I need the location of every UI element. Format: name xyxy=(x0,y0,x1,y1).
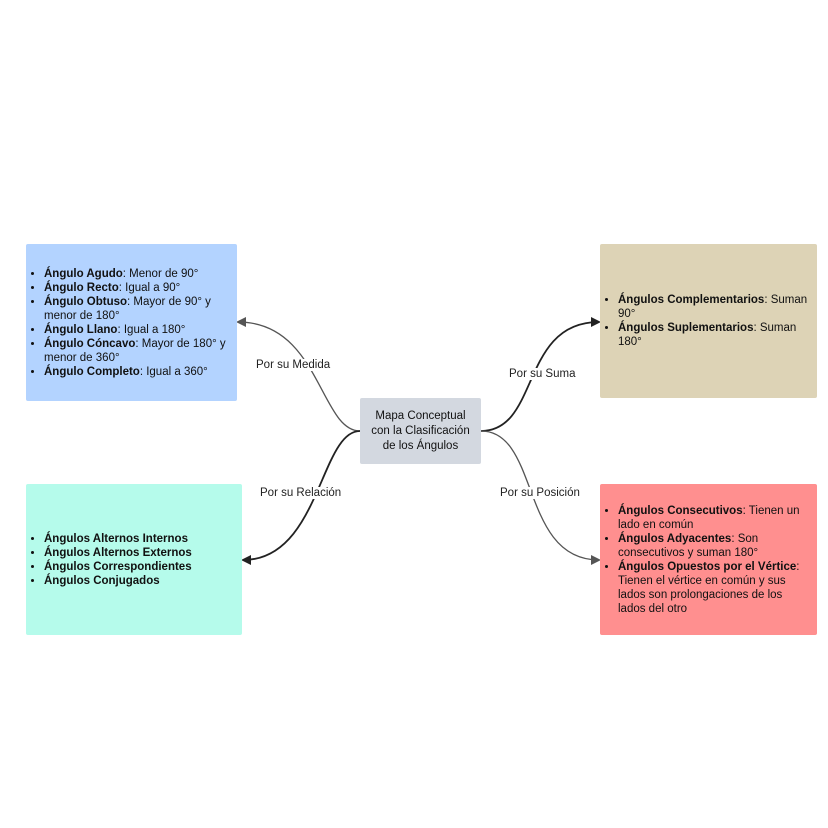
item-term: Ángulo Llano xyxy=(44,323,118,336)
item-desc: : Suman 180° xyxy=(618,322,797,348)
edge-label-medida: Por su Medida xyxy=(254,359,333,371)
item-term: Ángulos Consecutivos xyxy=(618,504,743,517)
item-term: Ángulos Alternos Externos xyxy=(44,546,192,559)
item-desc: : Tienen el vértice en común y sus lados… xyxy=(618,560,800,615)
item-desc: : Igual a 180° xyxy=(117,323,186,336)
list-posicion: Ángulos Consecutivos: Tienen un lado en … xyxy=(600,504,809,616)
central-line-1: Mapa Conceptual xyxy=(375,409,466,422)
item-term: Ángulos Opuestos por el Vértice xyxy=(618,560,797,573)
list-item: Ángulos Conjugados xyxy=(44,574,192,588)
list-item: Ángulos Alternos Internos xyxy=(44,532,192,546)
list-item: Ángulos Adyacentes: Son consecutivos y s… xyxy=(618,532,809,560)
item-term: Ángulo Cóncavo xyxy=(44,337,136,350)
list-item: Ángulos Opuestos por el Vértice: Tienen … xyxy=(618,560,809,616)
item-desc: : Suman 90° xyxy=(618,294,808,320)
item-desc: : Igual a 360° xyxy=(139,365,208,378)
central-node[interactable]: Mapa Conceptual con la Clasificación de … xyxy=(360,398,481,464)
item-desc: : Igual a 90° xyxy=(118,281,181,294)
node-suma[interactable]: Ángulos Complementarios: Suman 90° Ángul… xyxy=(600,244,817,398)
item-term: Ángulos Conjugados xyxy=(44,574,160,587)
list-medida: Ángulo Agudo: Menor de 90° Ángulo Recto:… xyxy=(26,267,229,379)
item-term: Ángulos Alternos Internos xyxy=(44,532,188,545)
list-item: Ángulo Agudo: Menor de 90° xyxy=(44,267,229,281)
item-term: Ángulos Correspondientes xyxy=(44,560,192,573)
edge-label-posicion: Por su Posición xyxy=(498,487,582,499)
item-term: Ángulo Recto xyxy=(44,281,119,294)
list-item: Ángulo Recto: Igual a 90° xyxy=(44,281,229,295)
node-relacion[interactable]: Ángulos Alternos Internos Ángulos Altern… xyxy=(26,484,242,635)
item-desc: : Mayor de 90° y menor de 180° xyxy=(44,295,211,322)
item-term: Ángulos Adyacentes xyxy=(618,532,732,545)
node-posicion[interactable]: Ángulos Consecutivos: Tienen un lado en … xyxy=(600,484,817,635)
list-item: Ángulos Suplementarios: Suman 180° xyxy=(618,321,809,349)
list-relacion: Ángulos Alternos Internos Ángulos Altern… xyxy=(26,532,192,588)
list-item: Ángulo Completo: Igual a 360° xyxy=(44,365,229,379)
item-desc: : Mayor de 180° y menor de 360° xyxy=(44,337,226,364)
list-item: Ángulo Obtuso: Mayor de 90° y menor de 1… xyxy=(44,295,229,323)
list-item: Ángulos Alternos Externos xyxy=(44,546,192,560)
central-line-2: con la Clasificación xyxy=(371,424,470,437)
item-term: Ángulo Obtuso xyxy=(44,295,128,308)
item-term: Ángulo Completo xyxy=(44,365,140,378)
list-item: Ángulos Correspondientes xyxy=(44,560,192,574)
node-medida[interactable]: Ángulo Agudo: Menor de 90° Ángulo Recto:… xyxy=(26,244,237,401)
item-term: Ángulos Suplementarios xyxy=(618,322,754,334)
list-item: Ángulos Complementarios: Suman 90° xyxy=(618,293,809,321)
item-desc: : Menor de 90° xyxy=(122,267,199,280)
list-suma: Ángulos Complementarios: Suman 90° Ángul… xyxy=(600,293,809,349)
connector-medida xyxy=(236,317,361,432)
edge-label-relacion: Por su Relación xyxy=(258,487,344,499)
list-item: Ángulo Llano: Igual a 180° xyxy=(44,323,229,337)
item-term: Ángulos Complementarios xyxy=(618,294,765,306)
edge-label-suma: Por su Suma xyxy=(507,368,578,380)
central-line-3: de los Ángulos xyxy=(382,439,459,452)
list-item: Ángulo Cóncavo: Mayor de 180° y menor de… xyxy=(44,337,229,365)
list-item: Ángulos Consecutivos: Tienen un lado en … xyxy=(618,504,809,532)
item-desc: : Tienen un lado en común xyxy=(618,504,800,531)
item-term: Ángulo Agudo xyxy=(44,267,123,280)
item-desc: : Son consecutivos y suman 180° xyxy=(618,532,759,559)
